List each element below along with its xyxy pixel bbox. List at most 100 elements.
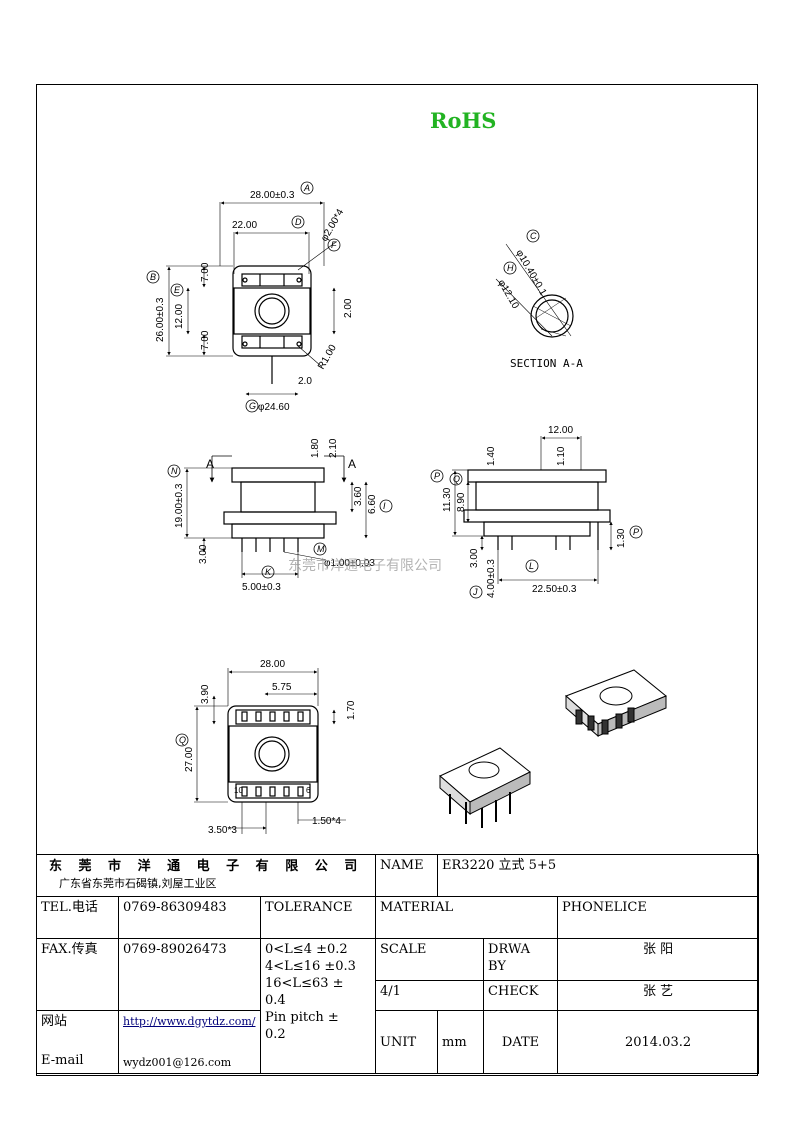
dim-label: 27.00 (184, 747, 195, 772)
dim-label: 22.50±0.3 (532, 584, 577, 595)
dim-label: 3.50*3 (208, 825, 237, 836)
tolerance-line: 0.2 (265, 1027, 286, 1042)
tel-value: 0769-86309483 (118, 896, 261, 939)
dim-label: 3.90 (200, 684, 211, 704)
date-value: 2014.03.2 (557, 1010, 760, 1074)
dim-label: 5.00±0.3 (242, 582, 281, 593)
dim-label: 1.70 (346, 700, 357, 720)
callout-label: C (530, 231, 537, 241)
top-view-callouts: A D B E F G (146, 181, 341, 413)
pin-number: 10 (234, 786, 243, 795)
name-label: NAME (375, 854, 439, 897)
tolerance-line: 4<L≤16 ±0.3 (265, 959, 356, 974)
web-label: 网站 (41, 1014, 68, 1029)
date-label: DATE (483, 1010, 559, 1074)
tolerance-values: 0<L≤4 ±0.2 4<L≤16 ±0.3 16<L≤63 ± 0.4 Pin… (259, 938, 377, 1074)
web-email-values: http://www.dgytdz.com/ wydz001@126.com (118, 1010, 261, 1074)
web-email-labels: 网站 E-mail (36, 1010, 119, 1074)
callout-label: I (383, 501, 386, 511)
isometric-view-bottom (439, 747, 531, 828)
callout-label: G (249, 401, 256, 411)
callout-label: Q (453, 474, 460, 484)
dim-label: φ10.40±0.1 (513, 248, 548, 298)
dim-label: 28.00±0.3 (250, 190, 295, 201)
dim-label: 1.40 (486, 446, 497, 466)
watermark: 东莞市洋通电子有限公司 (288, 557, 442, 574)
dim-label: 5.75 (272, 682, 292, 693)
tolerance-line: Pin pitch ± (265, 1010, 339, 1025)
dim-label: 8.90 (456, 492, 467, 512)
dim-label: φ24.60 (258, 402, 290, 413)
tolerance-line: 0.4 (265, 993, 286, 1008)
callout-label: L (529, 561, 534, 571)
check-label: CHECK (483, 980, 559, 1011)
drawn-by-label-line: BY (488, 959, 506, 974)
front-view-callouts: N I M K (167, 464, 393, 579)
dim-label: 1.80 (310, 438, 321, 458)
pin-number: 6 (306, 786, 311, 795)
dim-label: 12.00 (174, 304, 185, 329)
rohs-label: RoHS (430, 108, 497, 133)
dim-label: 2.00 (343, 298, 354, 318)
side-view (452, 436, 613, 584)
callout-label: F (331, 240, 337, 250)
tel-label: TEL.电话 (36, 896, 119, 939)
dim-label: 3.60 (353, 486, 364, 506)
dim-label: 12.00 (548, 425, 573, 436)
dim-label: 3.00 (469, 548, 480, 568)
company-name: 东 莞 市 洋 通 电 子 有 限 公 司 (49, 859, 364, 874)
front-view-labels: 1.80 2.10 19.00±0.3 3.60 6.60 φ1.00±0.03… (174, 438, 378, 593)
top-view (166, 201, 337, 396)
callout-label: E (174, 285, 181, 295)
callout-label: D (295, 217, 302, 227)
fax-value: 0769-89026473 (118, 938, 261, 1011)
email-value: wydz001@126.com (123, 1056, 232, 1069)
drawn-by-value: 张 阳 (557, 938, 760, 981)
bottom-view (194, 668, 346, 834)
tolerance-label: TOLERANCE (259, 896, 377, 939)
callout-label: M (317, 544, 325, 554)
section-marker: A (206, 457, 214, 471)
phonelice-label: PHONELICE (557, 896, 760, 939)
email-label: E-mail (41, 1053, 84, 1068)
callout-label: P (434, 471, 440, 481)
bottom-view-labels: 28.00 5.75 3.90 1.70 27.00 3.50*3 1.50*4… (175, 659, 357, 836)
callout-label: P (633, 527, 639, 537)
unit-value: mm (437, 1010, 485, 1074)
dim-label: 1.10 (556, 446, 567, 466)
scale-value: 4/1 (375, 980, 485, 1011)
tolerance-line: 0<L≤4 ±0.2 (265, 942, 348, 957)
check-value: 张 艺 (557, 980, 760, 1011)
dim-label: 3.00 (198, 544, 209, 564)
dim-label: 26.00±0.3 (155, 297, 166, 342)
callout-label: Q (179, 735, 186, 745)
dim-label: R1.00 (316, 343, 339, 372)
unit-label: UNIT (375, 1010, 439, 1074)
callout-label: A (303, 183, 310, 193)
side-view-callouts: P Q J L P (430, 469, 643, 599)
fax-label: FAX.传真 (36, 938, 119, 1011)
dim-label: 22.00 (232, 220, 257, 231)
company-address: 广东省东莞市石碣镇,刘屋工业区 (59, 877, 217, 890)
dim-label: 19.00±0.3 (174, 483, 185, 528)
dim-label: 2.0 (298, 376, 312, 387)
dim-label: 6.60 (367, 494, 378, 514)
company-cell: 东 莞 市 洋 通 电 子 有 限 公 司 广东省东莞市石碣镇,刘屋工业区 (35, 854, 377, 897)
callout-label: K (265, 567, 272, 577)
callout-label: B (150, 272, 156, 282)
drawn-by-label: DRWA BY (483, 938, 559, 981)
name-value: ER3220 立式 5+5 (437, 854, 760, 897)
website-link[interactable]: http://www.dgytdz.com/ (123, 1015, 256, 1028)
section-view (495, 243, 574, 338)
title-block: 东 莞 市 洋 通 电 子 有 限 公 司 广东省东莞市石碣镇,刘屋工业区 NA… (35, 854, 760, 1074)
technical-drawing: 28.00±0.3 22.00 φ2.00*4 7.00 12.00 26.00… (146, 181, 667, 836)
side-view-labels: 12.00 1.40 1.10 11.30 8.90 3.00 4.00±0.3… (442, 425, 627, 598)
dim-label: 1.30 (616, 528, 627, 548)
section-title: SECTION A-A (510, 357, 583, 370)
dim-label: φ12.10 (495, 278, 520, 311)
dim-label: 7.00 (200, 330, 211, 350)
front-view (184, 455, 368, 578)
dim-label: 4.00±0.3 (486, 559, 497, 598)
section-marker: A (348, 457, 356, 471)
material-label: MATERIAL (375, 896, 559, 939)
